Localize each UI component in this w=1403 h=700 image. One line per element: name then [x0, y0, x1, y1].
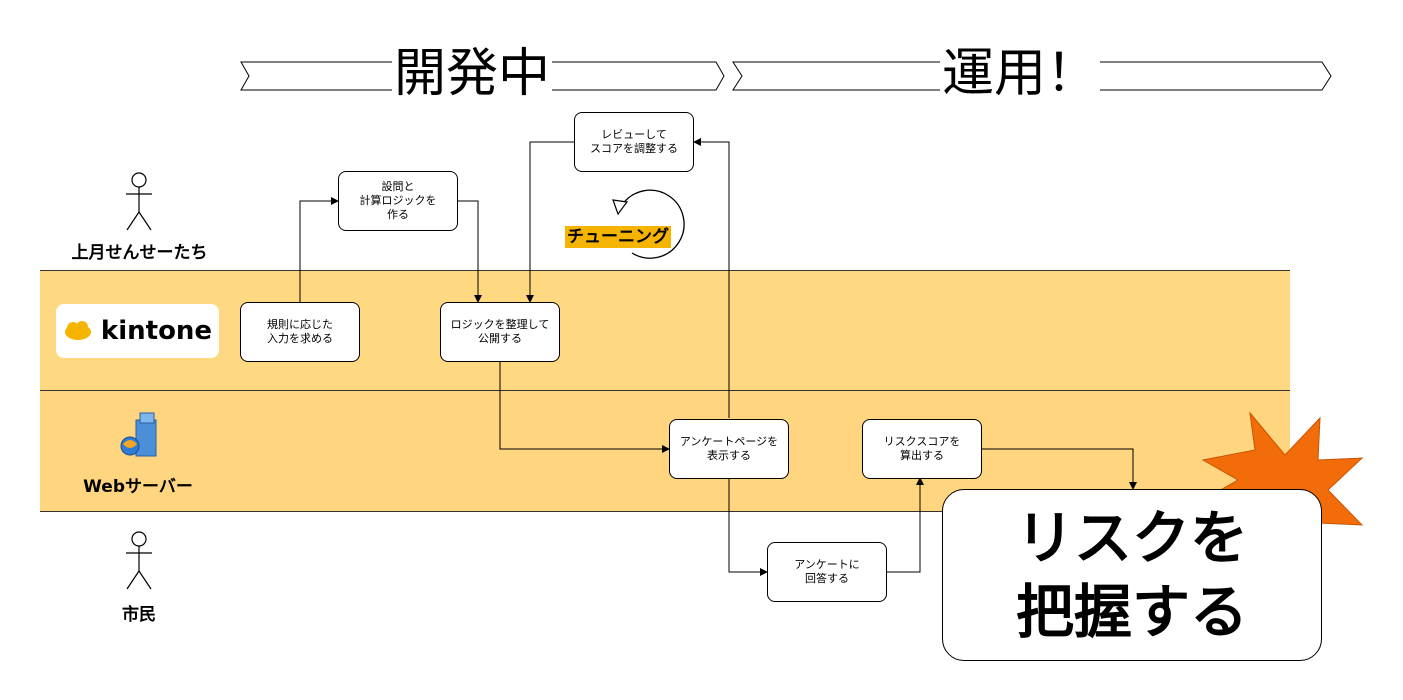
citizen-actor-icon	[126, 531, 152, 590]
phase-dev-label: 開発中	[392, 44, 553, 104]
teacher-actor-icon	[126, 172, 152, 231]
citizens-label: 市民	[122, 605, 156, 625]
teachers-label: 上月せんせーたち	[71, 243, 208, 263]
arrow-calc-to-result	[982, 448, 1137, 490]
step-calc-score: リスクスコアを 算出する	[862, 419, 982, 479]
arrow-publish-to-show	[499, 362, 670, 453]
step-review: レビューして スコアを調整する	[574, 112, 694, 172]
tuning-cycle-arrow	[621, 189, 685, 259]
result-line2: 把握する	[1015, 578, 1248, 646]
step-answer: アンケートに 回答する	[767, 542, 887, 602]
arrow-answer-to-calc	[887, 477, 924, 573]
webserver-icon	[120, 412, 157, 457]
result-box: リスクを 把握する	[942, 489, 1322, 661]
arrow-review-to-publish	[526, 141, 574, 303]
step-show-survey: アンケートページを 表示する	[669, 419, 789, 479]
arrow-input-to-design	[299, 197, 339, 302]
step-publish: ロジックを整理して 公開する	[440, 302, 560, 362]
step-input: 規則に応じた 入力を求める	[240, 302, 360, 362]
webserver-label: Webサーバー	[83, 477, 193, 497]
kintone-label: kintone	[100, 316, 213, 346]
arrow-answer-to-review	[693, 138, 730, 418]
phase-ops-label: 運用！	[940, 44, 1101, 104]
tuning-label: チューニング	[565, 226, 671, 248]
step-design: 設問と 計算ロジックを 作る	[338, 171, 458, 231]
result-line1: リスクを	[1015, 504, 1248, 572]
kintone-cloud-icon	[64, 321, 91, 340]
arrow-show-to-answer	[728, 478, 768, 576]
kintone-logo: kintone	[56, 304, 219, 358]
arrow-design-to-publish	[458, 200, 482, 303]
